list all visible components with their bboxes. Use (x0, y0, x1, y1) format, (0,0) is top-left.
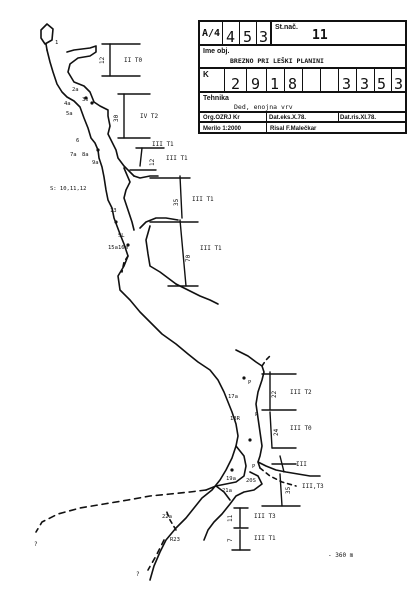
drawing-date: Dat.ris.XI.78. (340, 115, 377, 121)
tehnika-value: Ded, enojna vrv (234, 103, 293, 111)
pitch-length-label: 22 (271, 390, 278, 398)
entrance-symbol (40, 23, 54, 45)
scale-author-box: Merilo 1:2000 Risal F.Malečkar (198, 121, 407, 134)
station-dot (90, 101, 94, 105)
pitch-technique-label: IV T2 (140, 113, 158, 120)
station-label: 20S (246, 478, 256, 484)
station-dot (248, 438, 252, 442)
pitch-length-label: 11 (227, 514, 234, 522)
k-label: K (203, 70, 209, 79)
station-label: S: 10,11,12 (50, 186, 86, 192)
depth-note: - 360 m (328, 552, 354, 559)
pitch-bars (101, 43, 301, 551)
station-label: 3s (82, 97, 89, 103)
pitch-technique-label: III T2 (290, 389, 312, 396)
pitch-length-label: 35 (285, 486, 292, 494)
station-label: 2a (72, 87, 79, 93)
station-dot (114, 220, 118, 224)
cave-left-wall (46, 49, 239, 581)
serial-box: St.nač. 11 (270, 20, 407, 46)
pitch-length-label: 24 (273, 428, 280, 436)
station-label: P (248, 380, 252, 386)
station-label: 19a (226, 476, 236, 482)
pitch-length-label: 12 (99, 56, 106, 64)
coord-digit: 5 (376, 75, 387, 93)
station-label: 7a (70, 152, 77, 158)
station-label: 15a (108, 245, 118, 251)
cave-right-wall-lower (235, 349, 265, 469)
pitch-technique-label: III (296, 461, 307, 468)
pitch-technique-label: III T0 (290, 425, 312, 432)
station-label: 13 (110, 208, 117, 214)
technique-box: Tehnika Ded, enojna vrv (198, 91, 407, 113)
region-prefix: A/4 (202, 28, 221, 39)
coord-digit: 9 (250, 75, 261, 93)
pitch-technique-label: III T1 (192, 196, 214, 203)
pitch-technique-label: III,T3 (302, 483, 324, 490)
station-label: 22a (162, 514, 172, 520)
region-digit: 5 (242, 28, 253, 46)
station-label: SL (118, 233, 125, 239)
pitch-technique-label: III T1 (200, 245, 222, 252)
station-label: P (255, 412, 259, 418)
lower-branch-right (257, 461, 321, 477)
pitch-length-label: 12 (149, 158, 156, 166)
org-value: Org.OZRJ Kr (203, 115, 240, 121)
station-label: 16a (118, 245, 128, 251)
pitch-technique-label: III T1 (254, 535, 276, 542)
station-dot (96, 148, 100, 152)
unknown-continuation-mark: ? (34, 541, 38, 548)
pitch-length-label: 30 (113, 114, 120, 122)
station-dot (84, 96, 88, 100)
region-digit: 4 (225, 28, 236, 46)
region-code-box: A/4 4 5 3 (198, 20, 272, 46)
serial-caption: St.nač. (275, 24, 298, 31)
station-label: P (252, 464, 256, 470)
coord-digit: 3 (341, 75, 352, 93)
station-dot (230, 468, 234, 472)
station-label: R23 (170, 537, 180, 543)
author-value: Risal F.Malečkar (270, 126, 317, 132)
region-digit: 3 (258, 28, 269, 46)
station-label: 8a (82, 152, 89, 158)
expedition-date: Dat.eks.X.78. (269, 115, 307, 121)
scale-value: Merilo 1:2000 (203, 126, 242, 132)
cave-name: BREZNO PRI LEŠKI PLANINI (230, 57, 324, 65)
pitch-technique-label: III T3 (254, 513, 276, 520)
unknown-continuation-mark: ? (136, 571, 140, 578)
cave-right-wall-upper (66, 45, 135, 177)
station-dot (126, 243, 130, 247)
name-box: Ime obj. BREZNO PRI LEŠKI PLANINI (198, 44, 407, 69)
name-caption: Ime obj. (203, 48, 230, 55)
station-label: 1 (55, 40, 58, 46)
title-block: A/4 4 5 3 St.nač. 11 Ime obj. BREZNO PRI… (198, 20, 407, 134)
lower-branch-left (205, 445, 247, 491)
coord-digit: 8 (287, 75, 298, 93)
coord-digit: 3 (359, 75, 370, 93)
station-dot (242, 376, 246, 380)
coord-digit: 3 (393, 75, 404, 93)
coordinates-box: K 2 9 1 8 3 3 5 3 (198, 67, 407, 93)
pitch-technique-label: III T1 (166, 155, 188, 162)
station-label: 18R (230, 416, 241, 422)
station-markers (84, 96, 252, 472)
station-label: 5a (66, 111, 73, 117)
pitch-technique-label: III T1 (152, 141, 174, 148)
coord-digit: 2 (230, 75, 241, 93)
station-label: 17a (228, 394, 238, 400)
pitch-length-label: 35 (173, 198, 180, 206)
station-label: 4a (64, 101, 71, 107)
pitch-length-label: 7 (227, 538, 234, 542)
station-label: 9a (92, 160, 99, 166)
station-label: 21a (222, 488, 232, 494)
station-label: 6 (76, 138, 79, 144)
coord-digit: 1 (269, 75, 280, 93)
pitch-length-label: 70 (185, 254, 192, 262)
tehnika-caption: Tehnika (203, 95, 229, 102)
pitch-technique-label: II T0 (124, 57, 142, 64)
serial-value: 11 (312, 28, 328, 43)
